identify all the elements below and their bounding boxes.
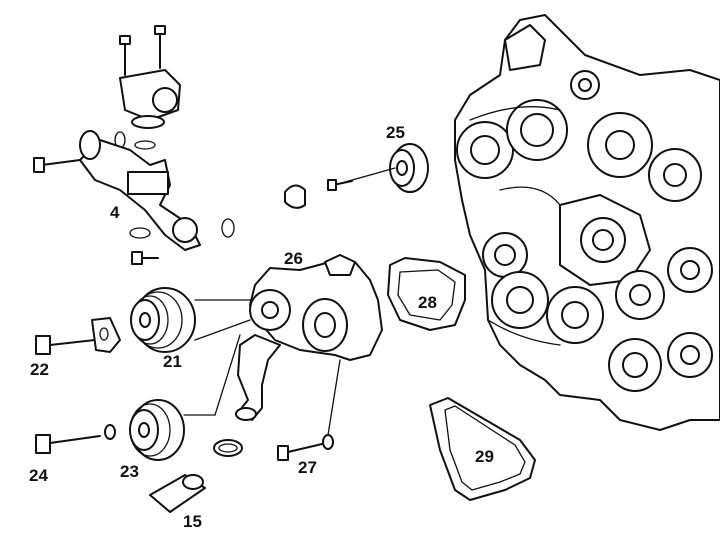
bolt-part-22 xyxy=(35,317,121,355)
thermostat-housing-part-4 xyxy=(33,25,235,265)
water-pump-part-26 xyxy=(235,254,383,421)
label-21: 21 xyxy=(163,352,182,371)
label-26: 26 xyxy=(284,249,303,268)
label-24: 24 xyxy=(29,466,48,485)
label-27: 27 xyxy=(298,458,317,477)
drive-belt-part-29 xyxy=(429,397,536,501)
label-22: 22 xyxy=(30,360,49,379)
label-23: 23 xyxy=(120,462,139,481)
pulley-part-21 xyxy=(130,287,251,353)
label-25: 25 xyxy=(386,123,405,142)
gasket-part-28 xyxy=(387,257,466,331)
label-28: 28 xyxy=(418,293,437,312)
hose-part-15 xyxy=(149,439,243,513)
part-labels: 4 15 21 22 23 24 25 26 27 28 29 xyxy=(29,123,494,531)
bolt-part-27 xyxy=(277,359,341,461)
bolt-part-24 xyxy=(35,424,116,454)
pulley-part-23 xyxy=(129,334,241,461)
engine-block xyxy=(454,14,720,431)
idler-pulley-part-25 xyxy=(284,143,429,209)
label-29: 29 xyxy=(475,447,494,466)
label-4: 4 xyxy=(110,203,120,222)
label-15: 15 xyxy=(183,512,202,531)
